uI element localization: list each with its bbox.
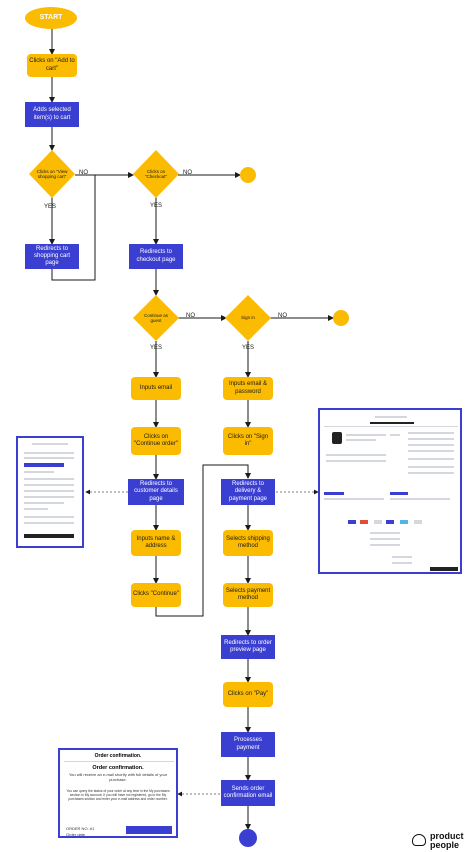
- continue-order-step: Clicks on "Continue order": [131, 427, 181, 455]
- add-to-cart-step: Clicks on "Add to cart": [27, 54, 77, 77]
- product-people-logo-icon: [412, 834, 426, 846]
- redirect-customer-step: Redirects to customer details page: [128, 479, 184, 505]
- no-label-checkout: NO: [183, 170, 192, 176]
- confirmation-line2: You can query the status of your order a…: [66, 789, 170, 802]
- start-node: START: [25, 7, 77, 29]
- confirmation-header: Order confirmation.: [94, 753, 142, 759]
- end-circle-checkout: [240, 167, 256, 183]
- guest-decision: [133, 295, 179, 341]
- no-label-cart: NO: [79, 170, 88, 176]
- no-label-guest: NO: [186, 313, 195, 319]
- signin-decision: [225, 295, 271, 341]
- delivery-payment-mockup: [318, 408, 462, 574]
- inputs-email-step: Inputs email: [131, 377, 181, 400]
- checkout-decision: [133, 150, 179, 198]
- yes-label-signin: YES: [242, 345, 255, 351]
- redirect-cart-step: Redirects to shopping cart page: [25, 244, 79, 269]
- signin-question: Sign in: [241, 315, 255, 321]
- confirmation-title: Order confirmation.: [92, 765, 144, 771]
- selects-payment-step: Selects payment method: [223, 583, 273, 607]
- end-circle-final: [239, 829, 257, 847]
- no-label-signin: NO: [278, 313, 287, 319]
- yes-label-checkout: YES: [150, 203, 163, 209]
- end-circle-signin: [333, 310, 349, 326]
- view-cart-decision: [29, 150, 75, 198]
- clicks-signin-step: Clicks on "Sign in": [223, 427, 273, 455]
- redirect-checkout-step: Redirects to checkout page: [129, 244, 183, 269]
- yes-label-guest: YES: [150, 345, 163, 351]
- order-date: Order date: [66, 832, 86, 837]
- inputs-email-password-step: Inputs email & password: [223, 377, 273, 400]
- checkout-question: Clicks on "Checkout": [144, 168, 168, 179]
- yes-label-cart: YES: [44, 204, 57, 210]
- sends-email-step: Sends order confirmation email: [221, 780, 275, 806]
- redirect-delivery-step: Redirects to delivery & payment page: [221, 479, 275, 505]
- selects-shipping-step: Selects shipping method: [223, 530, 273, 556]
- order-number: ORDER NO. #1: [66, 826, 95, 831]
- clicks-continue-step: Clicks "Continue": [131, 583, 181, 607]
- processes-payment-step: Processes payment: [221, 732, 275, 757]
- view-cart-question: Clicks on "View shopping cart": [36, 168, 68, 179]
- adds-items-step: Adds selected item(s) to cart: [25, 102, 79, 127]
- order-confirmation-mockup: Order confirmation. Order confirmation. …: [58, 748, 178, 838]
- product-people-logo: product people: [430, 831, 464, 850]
- inputs-name-step: Inputs name & address: [131, 530, 181, 556]
- confirmation-line1: You will receive an e-mail shortly with …: [68, 772, 168, 782]
- clicks-pay-step: Clicks on "Pay": [223, 682, 273, 707]
- customer-details-mockup: [16, 436, 84, 548]
- redirect-preview-step: Redirects to order preview page: [221, 635, 275, 659]
- guest-question: Continue as guest: [143, 312, 169, 323]
